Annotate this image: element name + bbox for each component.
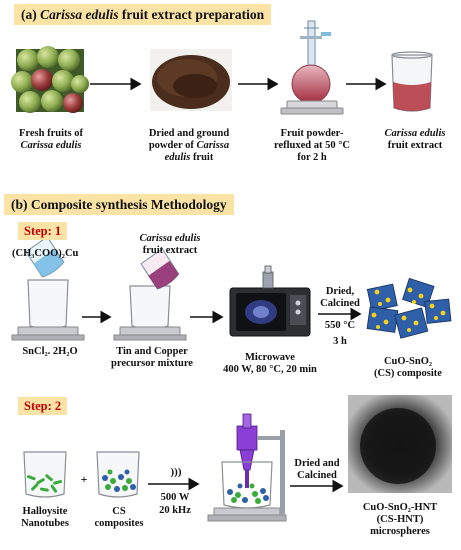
cs-composite-icon [366, 277, 452, 339]
microwave-icon [229, 265, 311, 337]
step1-dried-calcined-label: Dried, Calcined [320, 286, 360, 309]
step1-badge: Step: 1 [18, 222, 68, 240]
precursor-mixture-beaker-icon [113, 248, 187, 341]
dried-powder-photo [150, 49, 232, 111]
step2-dried-calcined-label: Dried and Calcined [294, 458, 340, 481]
microwave-label: Microwave 400 W, 80 °C, 20 min [223, 352, 317, 375]
sncl2-label: SnCl₂. 2H₂O [22, 346, 78, 357]
halloysite-beaker-icon [23, 451, 67, 498]
calcination-time: 3 h [333, 336, 347, 347]
reflux-setup-icon [280, 20, 344, 115]
step2-badge: Step: 2 [18, 397, 68, 415]
dried-powder-label: Dried and ground powder of Carissa eduli… [148, 128, 230, 163]
cs-composite-label: CuO-SnO₂ (CS) composite [374, 356, 442, 379]
calcination-temperature: 550 °C [324, 320, 356, 331]
ultrasound-waves-icon: ))) [170, 466, 182, 478]
section-b-header: (b) Composite synthesis Methodology [4, 194, 234, 215]
sonication-power: 500 W [160, 492, 190, 503]
cs-composites-beaker-icon [96, 451, 140, 498]
fruit-extract-label: Carissa edulis fruit extract [384, 128, 446, 151]
halloysite-label: Halloysite Nanotubes [21, 506, 69, 529]
fresh-fruits-label: Fresh fruits of Carissa edulis [19, 128, 83, 151]
ultrasonic-probe-setup-icon [207, 413, 287, 522]
microspheres-label: CuO-SnO₂-HNT (CS-HNT) microspheres [362, 502, 438, 537]
precursor-mixture-label: Tin and Copper precursor mixture [111, 346, 193, 369]
microspheres-tem-image [348, 395, 452, 493]
sonication-frequency: 20 kHz [159, 505, 191, 516]
cs-composites-label: CS composites [94, 506, 144, 529]
reflux-label: Fruit powder- refluxed at 50 °C for 2 h [273, 128, 351, 163]
step2-arrows [148, 477, 344, 493]
section-a-header: (a) Carissa edulis fruit extract prepara… [14, 4, 272, 25]
fresh-fruits-photo [11, 46, 89, 113]
fruit-extract-beaker-icon [391, 51, 433, 112]
step1-arrows [82, 307, 362, 324]
plus-sign: + [80, 472, 88, 486]
sncl2-beaker-icon [11, 236, 85, 341]
copper-acetate-formula: (CH₃COO)₂Cu [12, 248, 79, 259]
step1-extract-label: Carissa edulis fruit extract [139, 233, 201, 256]
